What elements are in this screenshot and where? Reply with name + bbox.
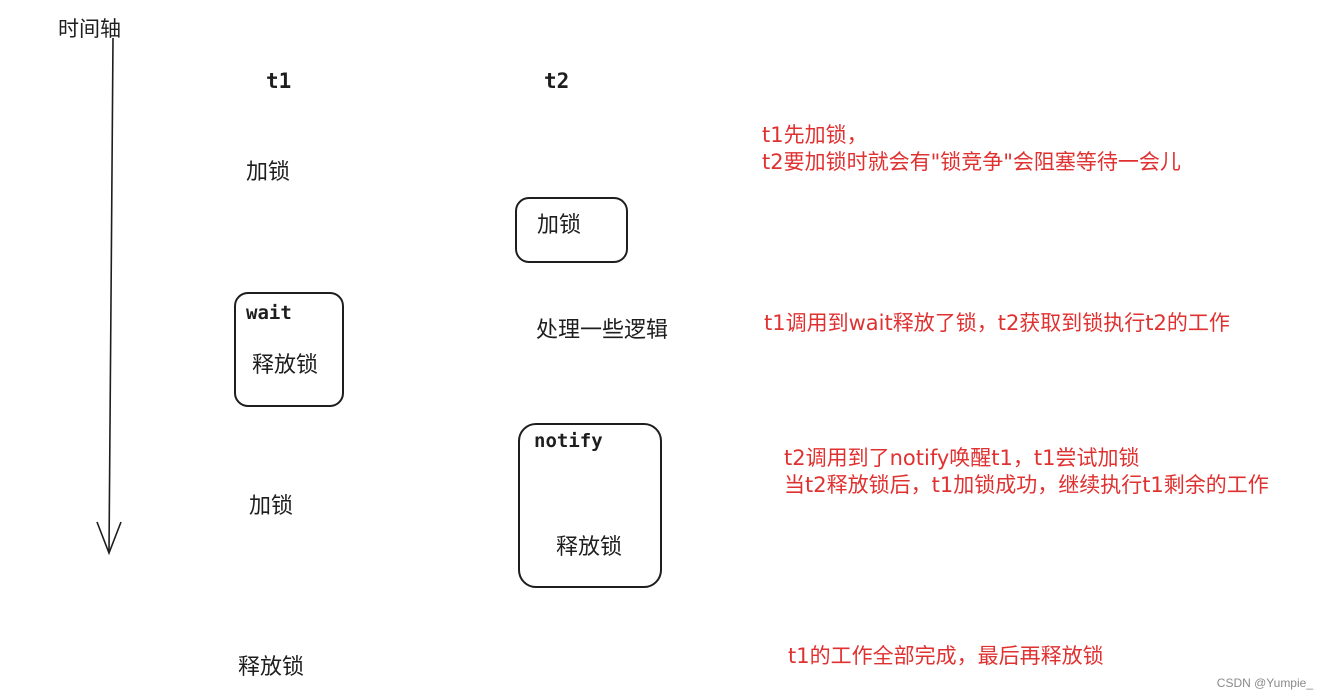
note-notify: t2调用到了notify唤醒t1，t1尝试加锁 当t2释放锁后，t1加锁成功，继… (784, 445, 1269, 499)
t1-release-in-wait: 释放锁 (252, 353, 319, 378)
t2-notify-tag: notify (534, 430, 603, 452)
t1-lock-step: 加锁 (246, 160, 291, 185)
t1-relock-step: 加锁 (249, 494, 294, 519)
t2-release-step: 释放锁 (556, 535, 623, 560)
note-notify-line1: t2调用到了notify唤醒t1，t1尝试加锁 (784, 446, 1140, 470)
column-header-t2: t2 (544, 69, 570, 93)
t1-wait-tag: wait (246, 302, 292, 324)
note-final-release: t1的工作全部完成，最后再释放锁 (788, 644, 1104, 668)
timeline-label: 时间轴 (58, 17, 121, 41)
column-header-t1: t1 (266, 69, 292, 93)
note-wait-release: t1调用到wait释放了锁，t2获取到锁执行t2的工作 (764, 311, 1230, 335)
t2-logic-step: 处理一些逻辑 (536, 318, 669, 343)
note-lock-contention-line2: t2要加锁时就会有"锁竞争"会阻塞等待一会儿 (762, 150, 1181, 174)
t1-wait-box (234, 292, 344, 407)
t1-final-release-step: 释放锁 (238, 655, 305, 680)
t2-lock-step: 加锁 (537, 213, 582, 238)
watermark: CSDN @Yumpie_ (1216, 676, 1313, 690)
note-lock-contention: t1先加锁， t2要加锁时就会有"锁竞争"会阻塞等待一会儿 (762, 122, 1181, 176)
note-notify-line2: 当t2释放锁后，t1加锁成功，继续执行t1剩余的工作 (784, 473, 1269, 497)
t2-notify-box (518, 423, 662, 588)
note-lock-contention-line1: t1先加锁， (762, 123, 868, 147)
t2-lock-box (515, 197, 628, 263)
